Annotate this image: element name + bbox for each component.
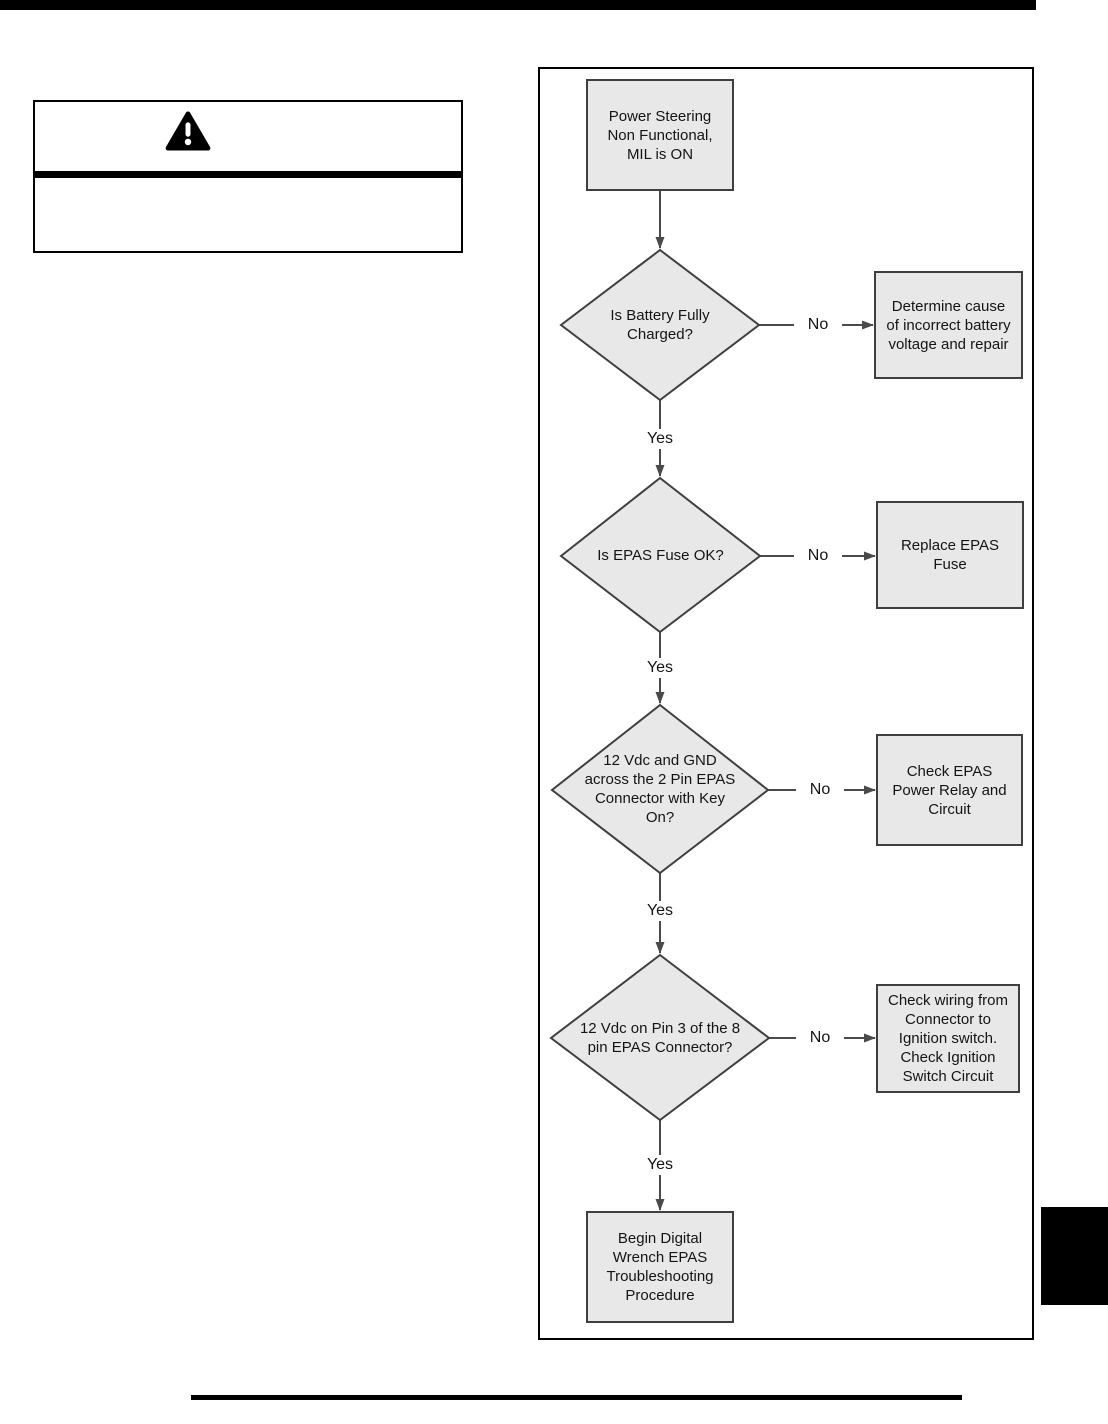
- footer-rule: [191, 1395, 962, 1400]
- warning-triangle-icon: [165, 111, 211, 151]
- node-connector8-check-shape: [549, 953, 771, 1122]
- node-fuse-check-label: Is EPAS Fuse OK?: [597, 546, 724, 564]
- edge-label-yes-1: Yes: [636, 429, 684, 449]
- edge-label-yes-3: Yes: [636, 901, 684, 921]
- node-relay-action-shape: [876, 734, 1023, 846]
- flow-node-shapes: [549, 79, 1024, 1323]
- edge-label-no-4: No: [796, 1028, 844, 1048]
- edge-label-no-3: No: [796, 780, 844, 800]
- node-end-shape: [586, 1211, 734, 1323]
- warning-box: [33, 100, 463, 253]
- edge-label-yes-4: Yes: [636, 1155, 684, 1175]
- flowchart-diagram: [549, 79, 1024, 1323]
- node-connector2-check-shape: [550, 703, 770, 875]
- page-top-rule: [0, 0, 1036, 10]
- node-start-shape: [586, 79, 734, 191]
- page-edge-tab: [1041, 1207, 1108, 1305]
- node-battery-check-shape: [559, 248, 761, 402]
- edge-label-no-1: No: [794, 315, 842, 335]
- edge-label-yes-2: Yes: [636, 658, 684, 678]
- node-fuse-action-shape: [876, 501, 1024, 609]
- node-wiring-action-shape: [876, 984, 1020, 1093]
- warning-divider: [35, 171, 461, 178]
- node-battery-action-shape: [874, 271, 1023, 379]
- node-fuse-check-shape: [559, 476, 762, 634]
- edge-label-no-2: No: [794, 546, 842, 566]
